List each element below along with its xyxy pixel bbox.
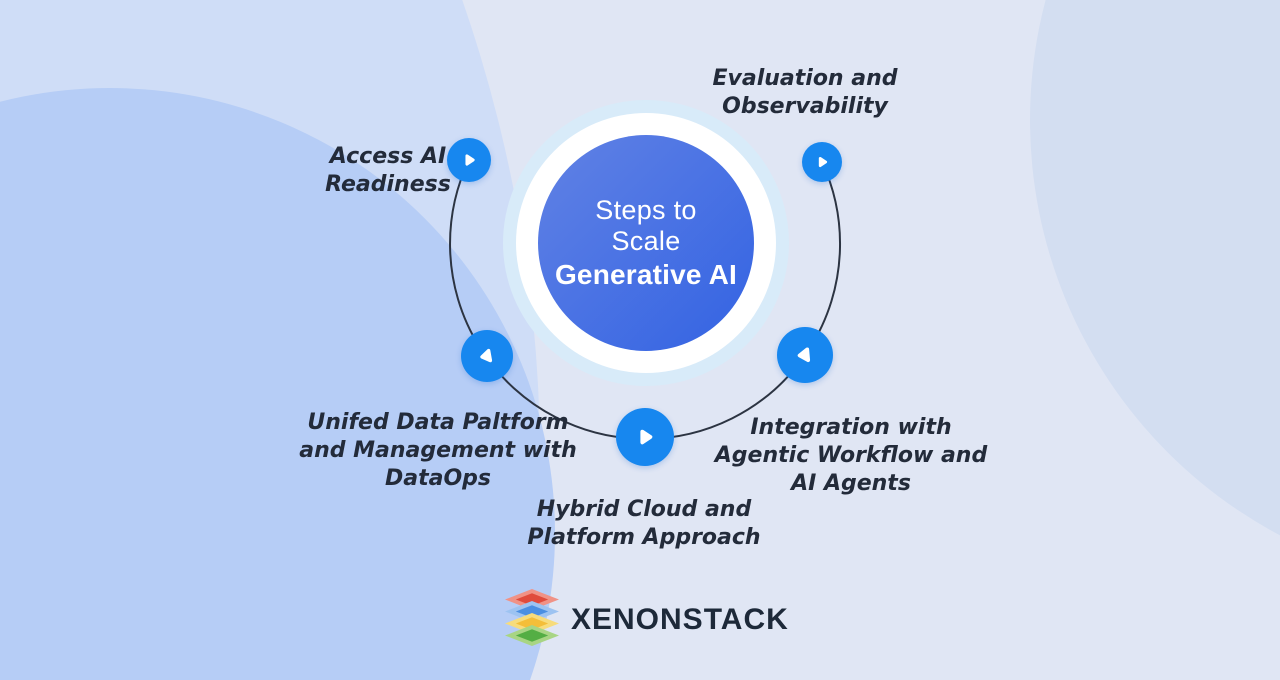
step-node-integration [777, 327, 833, 383]
step-label-unified-data: Unifed Data Paltform and Management with… [299, 409, 577, 493]
step-label-line: Integration with [750, 415, 952, 440]
step-node-access-ai [447, 138, 491, 182]
play-icon [475, 344, 499, 368]
brand-name: XENONSTACK [571, 603, 789, 636]
title-line-1: Steps to [595, 195, 697, 225]
step-label-line: Observability [722, 94, 888, 119]
play-icon [632, 424, 658, 450]
title-line-3: Generative AI [554, 259, 738, 290]
step-label-line: Readiness [325, 172, 451, 197]
step-label-integration: Integration with Agentic Workflow and AI… [715, 414, 987, 498]
step-label-access-ai: Access AI Readiness [325, 143, 451, 199]
step-node-hybrid-cloud [616, 408, 674, 466]
play-icon [459, 150, 479, 170]
step-label-evaluation: Evaluation and Observability [712, 65, 897, 121]
stacked-layers-icon [505, 589, 559, 651]
play-icon [792, 342, 818, 368]
step-label-line: DataOps [384, 466, 491, 491]
step-label-line: Evaluation and [712, 66, 898, 91]
step-node-evaluation [802, 142, 842, 182]
play-icon [813, 153, 831, 171]
step-label-line: Unifed Data Paltform [307, 410, 569, 435]
brand-logo: XENONSTACK [505, 589, 789, 651]
center-circle: Steps to Scale Generative AI [538, 135, 754, 351]
step-label-line: Access AI [329, 144, 447, 169]
step-label-line: Hybrid Cloud and [536, 497, 752, 522]
step-label-line: Platform Approach [527, 525, 761, 550]
step-node-unified-data [461, 330, 513, 382]
step-label-hybrid-cloud: Hybrid Cloud and Platform Approach [527, 496, 760, 552]
step-label-line: AI Agents [791, 471, 911, 496]
step-label-line: Agentic Workflow and [714, 443, 988, 468]
title-line-2: Scale [611, 226, 681, 256]
step-label-line: and Management with [299, 438, 577, 463]
